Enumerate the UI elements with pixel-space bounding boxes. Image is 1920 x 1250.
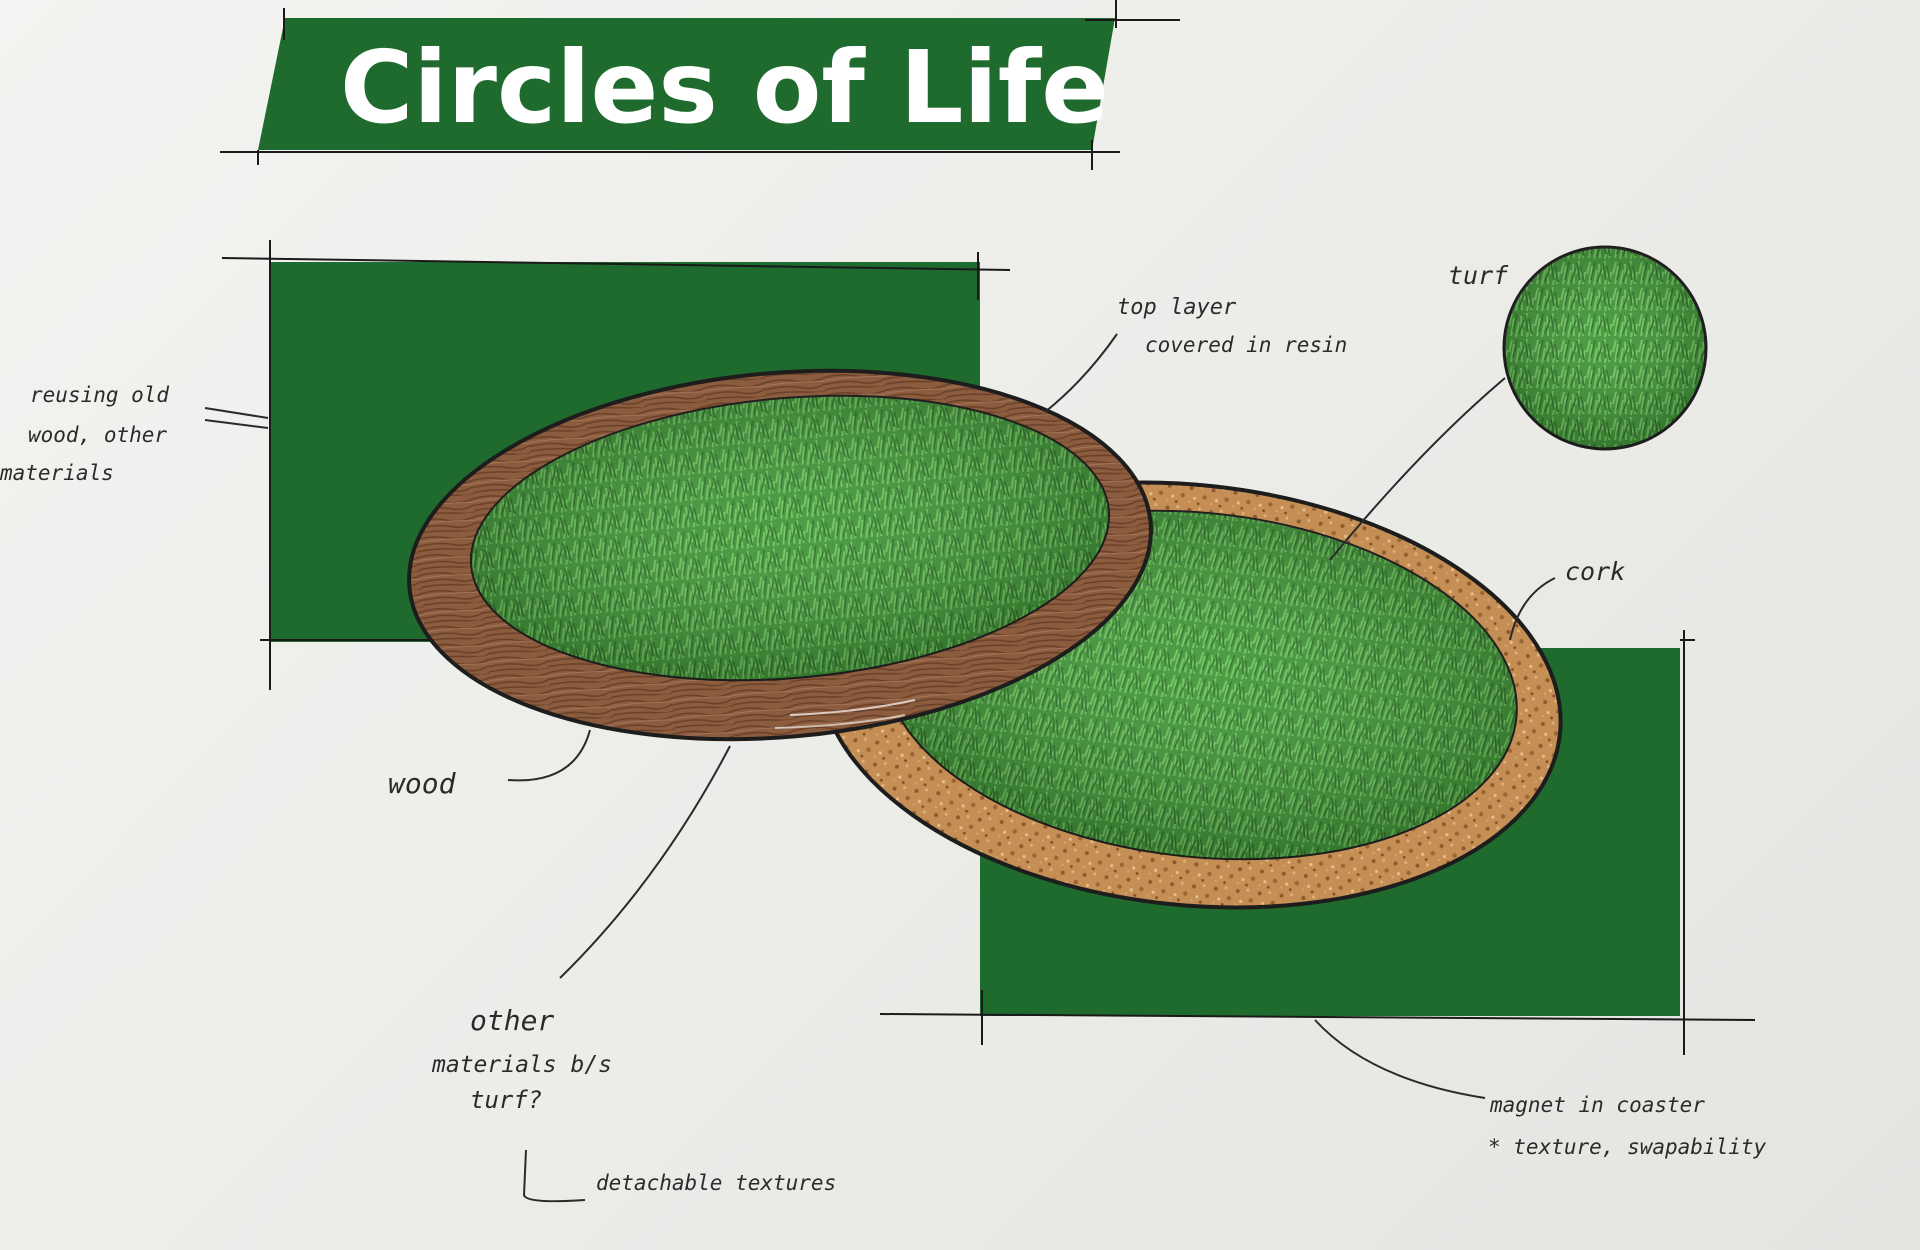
svg-text:materials b/s: materials b/s [431,1052,612,1078]
svg-text:* texture, swapability: * texture, swapability [1488,1135,1767,1159]
annotation-top-layer: top layer covered in resin [1117,295,1347,357]
svg-text:covered in resin: covered in resin [1145,333,1347,357]
svg-text:magnet in coaster: magnet in coaster [1489,1093,1705,1117]
annotation-other-materials: other materials b/s turf? [431,1004,612,1114]
page-title: Circles of Life [340,29,1109,146]
svg-text:materials: materials [0,461,114,485]
annotation-turf: turf [1448,261,1509,290]
annotation-reusing: reusing old wood, other materials [0,383,169,485]
title-banner: Circles of Life [220,0,1180,170]
svg-text:wood, other: wood, other [28,423,167,447]
wood-coaster [407,368,1153,742]
turf-sample-circle [1502,245,1708,451]
annotation-cork: cork [1565,557,1625,586]
annotation-wood: wood [388,767,457,800]
svg-text:reusing old: reusing old [30,383,169,407]
annotation-magnet: magnet in coaster * texture, swapability [1488,1093,1767,1159]
svg-text:other: other [470,1004,554,1037]
leader-lines [204,333,1556,1203]
svg-text:top layer: top layer [1117,295,1237,320]
annotation-detachable: detachable textures [596,1171,836,1195]
svg-text:turf?: turf? [470,1086,542,1114]
